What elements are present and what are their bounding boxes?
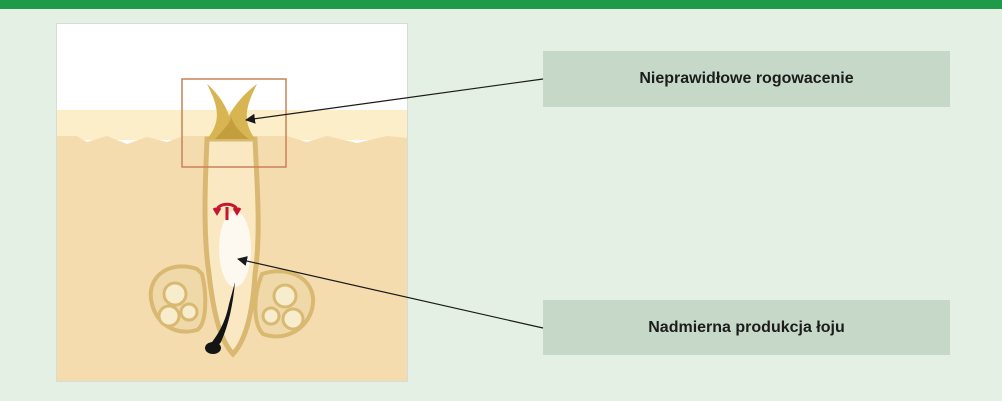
follicle-diagram-svg xyxy=(57,24,408,382)
callout-label: Nieprawidłowe rogowacenie xyxy=(639,70,853,88)
callout-excess-sebum: Nadmierna produkcja łoju xyxy=(543,300,950,355)
sebaceous-gland-right xyxy=(255,271,313,336)
callout-label: Nadmierna produkcja łoju xyxy=(648,319,844,337)
hair-bulb xyxy=(205,342,221,354)
follicle-illustration xyxy=(56,23,408,382)
callout-abnormal-keratinization: Nieprawidłowe rogowacenie xyxy=(543,51,950,107)
sebum-glow xyxy=(219,211,251,287)
header-accent-bar xyxy=(0,0,1002,9)
